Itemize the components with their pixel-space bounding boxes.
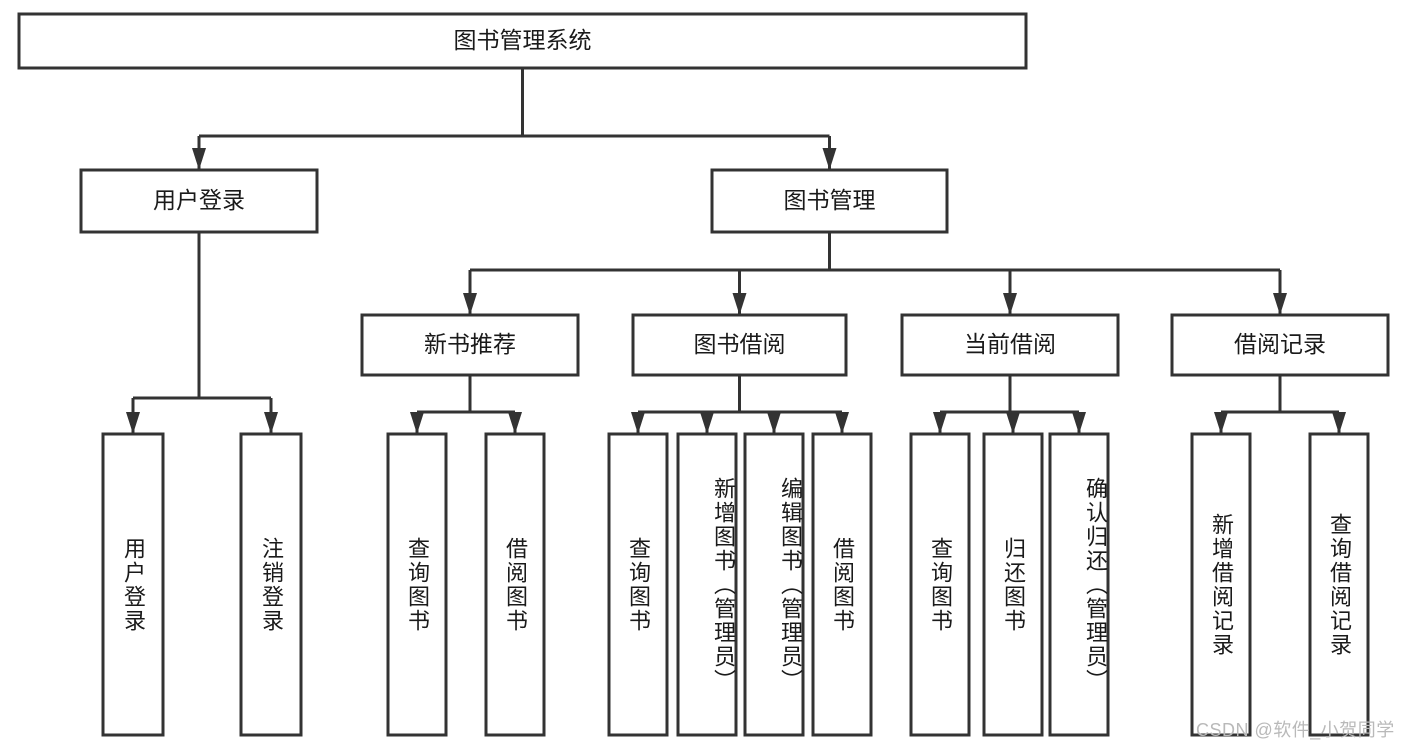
node-label-new-book-recommend: 新书推荐 — [424, 331, 516, 357]
node-box-borrow-record[interactable] — [1170, 313, 1390, 377]
arrow-head-icon-leaf-query-book-3 — [933, 412, 947, 434]
csdn-watermark: CSDN @软件_小贺同学 — [1196, 720, 1395, 740]
arrow-head-icon-leaf-return-book — [1006, 412, 1020, 434]
arrow-head-icon-leaf-add-book — [700, 412, 714, 434]
node-box-leaf-confirm-return[interactable] — [1048, 432, 1110, 737]
arrow-head-icon-level2-0 — [463, 293, 477, 315]
arrow-head-icon-user-login — [192, 148, 206, 170]
node-box-book-manage[interactable] — [710, 168, 949, 234]
node-box-leaf-add-book[interactable] — [676, 432, 738, 737]
arrow-head-icon-level2-1 — [732, 293, 747, 315]
arrow-head-icon-leaf-add-record — [1214, 412, 1228, 434]
node-box-user-login[interactable] — [79, 168, 319, 234]
node-box-leaf-logout[interactable] — [239, 432, 303, 737]
arrow-head-icon-leaf-query-book-2 — [631, 412, 645, 434]
node-box-leaf-return-book[interactable] — [982, 432, 1044, 737]
connectors-layer — [126, 68, 1346, 434]
node-box-leaf-query-book-1[interactable] — [386, 432, 448, 737]
arrow-head-icon-leaf-borrow-book-1 — [508, 412, 522, 434]
node-box-leaf-borrow-book-2[interactable] — [811, 432, 873, 737]
node-box-leaf-edit-book[interactable] — [743, 432, 805, 737]
node-label-book-manage: 图书管理 — [784, 187, 876, 213]
node-box-leaf-add-record[interactable] — [1190, 432, 1252, 737]
node-box-root[interactable] — [17, 12, 1028, 70]
boxes-layer — [17, 12, 1390, 737]
node-box-leaf-user-login[interactable] — [101, 432, 165, 737]
arrow-head-icon-level2-2 — [1003, 293, 1017, 315]
node-box-leaf-borrow-book-1[interactable] — [484, 432, 546, 737]
arrow-head-icon-leaf-confirm-return — [1072, 412, 1086, 434]
node-box-leaf-query-book-3[interactable] — [909, 432, 971, 737]
node-label-user-login: 用户登录 — [153, 187, 245, 213]
node-label-book-borrow: 图书借阅 — [694, 331, 786, 357]
arrow-head-icon-leaf-logout — [264, 412, 278, 434]
arrow-head-icon-level2-3 — [1273, 293, 1287, 315]
arrow-head-icon-leaf-edit-book — [767, 412, 781, 434]
arrow-head-icon-book-manage — [822, 148, 837, 170]
node-box-leaf-query-record[interactable] — [1308, 432, 1370, 737]
arrow-head-icon-leaf-query-record — [1332, 412, 1346, 434]
node-label-root: 图书管理系统 — [454, 27, 592, 53]
arrow-head-icon-leaf-borrow-book-2 — [835, 412, 849, 434]
arrow-head-icon-leaf-user-login — [126, 412, 140, 434]
node-box-current-borrow[interactable] — [900, 313, 1120, 377]
node-box-new-book-recommend[interactable] — [360, 313, 580, 377]
node-box-book-borrow[interactable] — [631, 313, 848, 377]
node-box-leaf-query-book-2[interactable] — [607, 432, 669, 737]
node-label-borrow-record: 借阅记录 — [1234, 331, 1326, 357]
arrow-head-icon-leaf-query-book-1 — [410, 412, 424, 434]
node-label-current-borrow: 当前借阅 — [964, 331, 1056, 357]
